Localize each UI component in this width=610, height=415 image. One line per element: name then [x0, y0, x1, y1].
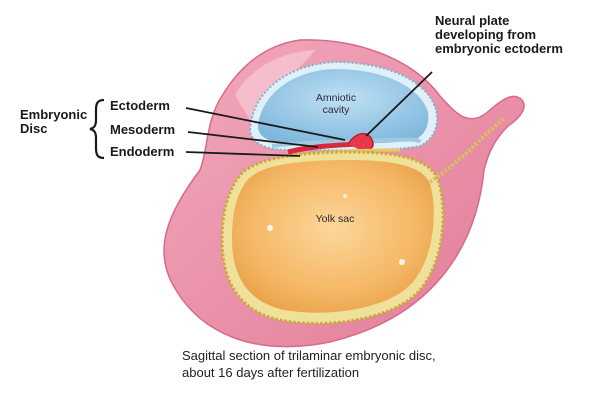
neural-plate-label-line1: Neural plate: [435, 14, 563, 28]
figure-caption-line1: Sagittal section of trilaminar embryonic…: [182, 347, 436, 364]
neural-plate-label-line3: embryonic ectoderm: [435, 42, 563, 56]
endoderm-label: Endoderm: [110, 145, 174, 159]
amniotic-cavity-label-line1: Amniotic: [306, 92, 366, 104]
amniotic-cavity-label: Amniotic cavity: [306, 92, 366, 116]
neural-plate-label-line2: developing from: [435, 28, 563, 42]
yolk-sac-shape: [232, 160, 434, 313]
amniotic-cavity-label-line2: cavity: [306, 104, 366, 116]
embryonic-disc-label-line2: Disc: [20, 122, 87, 136]
yolk-highlight: [343, 194, 347, 198]
neural-plate-label: Neural plate developing from embryonic e…: [435, 14, 563, 56]
embryonic-disc-label-line1: Embryonic: [20, 108, 87, 122]
figure-caption: Sagittal section of trilaminar embryonic…: [182, 347, 436, 381]
yolk-sac-label: Yolk sac: [300, 213, 370, 225]
figure-caption-line2: about 16 days after fertilization: [182, 364, 436, 381]
ectoderm-label: Ectoderm: [110, 99, 170, 113]
yolk-highlight: [267, 225, 273, 231]
mesoderm-label: Mesoderm: [110, 123, 175, 137]
disc-brace: [90, 100, 104, 158]
yolk-highlight: [399, 259, 405, 265]
embryonic-disc-label: Embryonic Disc: [20, 108, 87, 136]
